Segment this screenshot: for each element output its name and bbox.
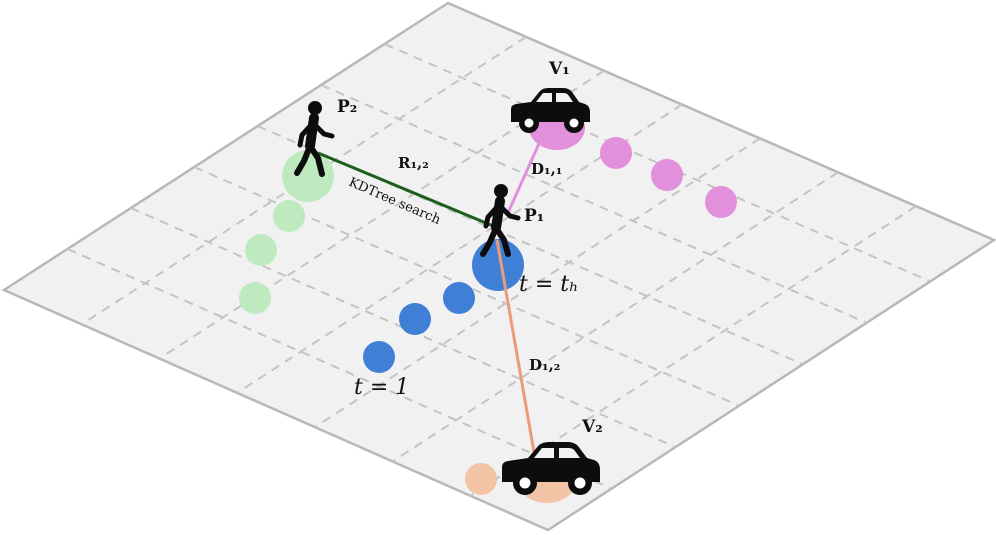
grid-line bbox=[469, 205, 917, 497]
p1-track-point bbox=[363, 341, 395, 373]
p1-track-point bbox=[399, 303, 431, 335]
p1-trajectory bbox=[363, 239, 524, 373]
grid-line bbox=[392, 171, 839, 463]
grid-line bbox=[130, 207, 676, 449]
car-icon bbox=[502, 442, 600, 495]
car-icon bbox=[511, 88, 590, 133]
time-current-label: t = tₕ bbox=[519, 272, 579, 297]
grid-line bbox=[67, 248, 613, 490]
v1-track-point bbox=[651, 159, 683, 191]
grid-line bbox=[314, 137, 761, 428]
p2-track-point bbox=[273, 200, 305, 232]
r12-connection-line bbox=[317, 151, 499, 230]
pedestrian-icon bbox=[480, 184, 521, 257]
d12-connection-line bbox=[495, 239, 536, 453]
time-start-label: t = 1 bbox=[354, 375, 409, 400]
v1-track-point bbox=[600, 137, 632, 169]
pedestrian-icon bbox=[294, 101, 335, 177]
d11-connection-line bbox=[505, 127, 548, 216]
v2-label: V₂ bbox=[581, 417, 603, 437]
v1-label: V₁ bbox=[548, 59, 570, 79]
p1-track-point bbox=[443, 282, 475, 314]
p2-label: P₂ bbox=[337, 97, 357, 117]
d12-label: D₁,₂ bbox=[529, 356, 560, 374]
p1-label: P₁ bbox=[524, 206, 544, 226]
v1-track-point bbox=[705, 186, 737, 218]
d11-label: D₁,₁ bbox=[531, 160, 562, 178]
p2-track-point bbox=[245, 234, 277, 266]
grid-line bbox=[320, 84, 867, 324]
grid-line bbox=[384, 43, 931, 283]
p2-track-point bbox=[239, 282, 271, 314]
v2-track-point bbox=[465, 463, 497, 495]
r12-label: R₁,₂ bbox=[398, 154, 429, 172]
